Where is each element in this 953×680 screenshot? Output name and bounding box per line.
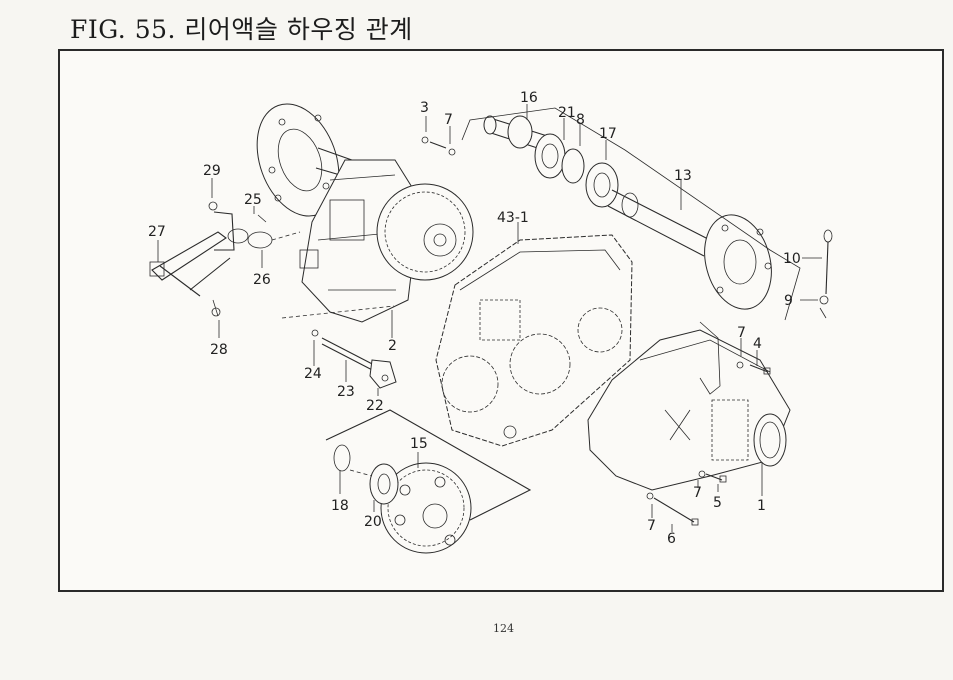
callout-7-top: 7 (444, 112, 453, 128)
housing-part-1 (587, 321, 791, 491)
callout-20: 20 (364, 514, 382, 530)
callout-28: 28 (210, 342, 228, 358)
callout-18: 18 (331, 498, 349, 514)
figure-title: FIG. 55. 리어액슬 하우징 관계 (70, 15, 413, 44)
axle-shaft-13 (461, 107, 801, 321)
callout-labels: 3 7 16 21 8 17 13 43-1 10 9 7 4 1 5 7 7 … (148, 90, 801, 547)
callout-1: 1 (757, 498, 766, 514)
callout-5: 5 (713, 495, 722, 511)
callout-7-right: 7 (737, 325, 746, 341)
callout-26: 26 (253, 272, 271, 288)
leader-lines (157, 104, 822, 532)
callout-15: 15 (410, 436, 428, 452)
callout-25: 25 (244, 192, 262, 208)
top-fasteners (421, 136, 456, 156)
callout-27: 27 (148, 224, 166, 240)
callout-7-bottom-right: 7 (693, 485, 702, 501)
gear-assembly-bottom (325, 409, 532, 554)
callout-10: 10 (783, 251, 801, 267)
callout-17: 17 (599, 126, 617, 142)
dipstick-assembly (819, 229, 833, 319)
callout-9: 9 (784, 293, 793, 309)
callout-21: 21 (558, 105, 576, 121)
callout-24: 24 (304, 366, 322, 382)
housing-part-2 (299, 159, 474, 323)
bolts-and-washers (646, 361, 771, 526)
callout-8: 8 (576, 112, 585, 128)
callout-43-1: 43-1 (497, 210, 529, 226)
callout-23: 23 (337, 384, 355, 400)
callout-29: 29 (203, 163, 221, 179)
callout-4: 4 (753, 336, 762, 352)
callout-13: 13 (674, 168, 692, 184)
center-case-43-1 (435, 234, 633, 447)
lever-assembly (149, 201, 301, 317)
callout-3: 3 (420, 100, 429, 116)
page-number: 124 (493, 622, 514, 635)
callout-2: 2 (388, 338, 397, 354)
callout-6: 6 (667, 531, 676, 547)
callout-22: 22 (366, 398, 384, 414)
callout-16: 16 (520, 90, 538, 106)
shift-rod-assembly (281, 305, 397, 389)
callout-7-bottom: 7 (647, 518, 656, 534)
